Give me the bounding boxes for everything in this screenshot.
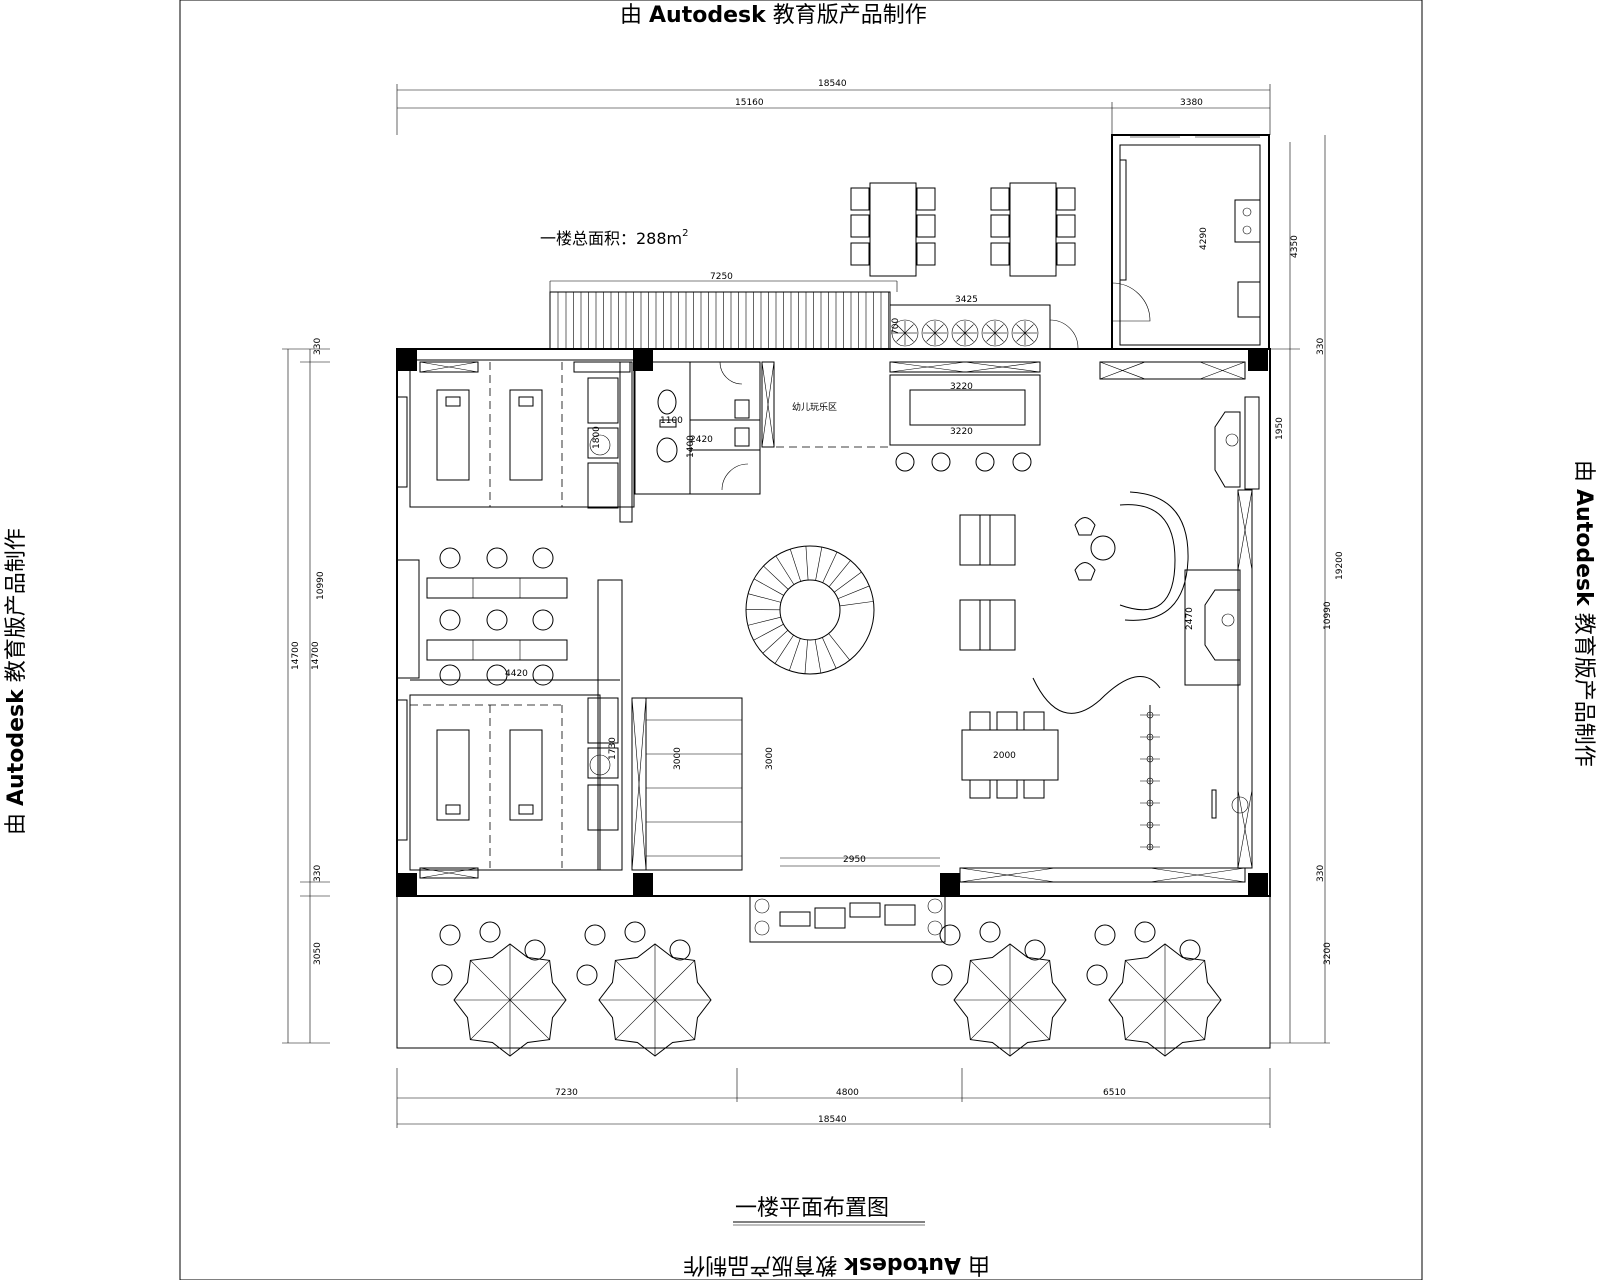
dim-wc-small: 1100 bbox=[660, 416, 683, 426]
dim-display-len: 2470 bbox=[1185, 607, 1195, 630]
patio-umbrella bbox=[932, 922, 1066, 1056]
dim-right-terrace: 3200 bbox=[1323, 942, 1333, 965]
dim-bottom-total: 18540 bbox=[818, 1115, 847, 1125]
dim-room-side: 1730 bbox=[608, 737, 618, 760]
dim-left-middle: 14700 bbox=[311, 641, 321, 670]
round-sofa bbox=[1075, 492, 1188, 620]
watermark-left: 由 Autodesk 教育版产品制作 bbox=[4, 528, 29, 835]
planter: 3425 700 bbox=[890, 295, 1050, 349]
entry-steps: 2950 bbox=[750, 855, 945, 942]
dim-wc-side: 1800 bbox=[592, 426, 602, 449]
bar-counter: 3220 3220 bbox=[890, 375, 1040, 471]
dim-wall-330-b: 330 bbox=[313, 865, 323, 882]
dim-left-inner: 10990 bbox=[316, 571, 326, 600]
lounge-seating-center bbox=[960, 515, 1015, 650]
left-dimension-lines: 330 14700 14700 10990 330 3050 bbox=[282, 338, 330, 1043]
watermark-top: 由 Autodesk 教育版产品制作 bbox=[620, 3, 927, 28]
dim-wc-height: 1400 bbox=[686, 435, 696, 458]
clothes-rack bbox=[1140, 705, 1160, 850]
top-dimension-lines: 18540 15160 3380 bbox=[397, 79, 1270, 135]
right-dimension-lines: 330 10990 19200 330 3200 bbox=[1270, 135, 1345, 1043]
restroom-block: 1100 2420 1400 bbox=[635, 362, 774, 494]
dim-room-width: 4420 bbox=[505, 669, 528, 679]
dim-entry-width: 2950 bbox=[843, 855, 866, 865]
platform-area: 3000 3000 bbox=[632, 698, 775, 870]
dim-right-inner: 10990 bbox=[1323, 601, 1333, 630]
treatment-room-top: 1800 bbox=[410, 360, 634, 522]
dim-table-len: 2000 bbox=[993, 751, 1016, 761]
dim-wall-330-a: 330 bbox=[313, 338, 323, 355]
dim-kitchen-outer: 4350 bbox=[1290, 235, 1300, 258]
label-kids-play: 幼儿玩乐区 bbox=[792, 401, 837, 413]
svg-text:由 Autodesk 教育版产品制作: 由 Autodesk 教育版产品制作 bbox=[620, 3, 927, 28]
svg-text:由 Autodesk 教育版产品制作: 由 Autodesk 教育版产品制作 bbox=[683, 1252, 990, 1277]
outdoor-dining-table-left bbox=[851, 183, 935, 276]
watermark-right: 由 Autodesk 教育版产品制作 bbox=[1571, 460, 1596, 767]
dining-table-2000: 2000 bbox=[962, 712, 1058, 798]
drawing-title: 一楼平面布置图 bbox=[735, 1196, 889, 1221]
dim-wall-330-d: 330 bbox=[1316, 865, 1326, 882]
patio-umbrella bbox=[1087, 922, 1221, 1056]
watermark-bottom: 由 Autodesk 教育版产品制作 bbox=[683, 1252, 990, 1277]
waiting-seating-left: 4420 bbox=[410, 548, 622, 870]
spiral-staircase bbox=[746, 546, 874, 674]
kitchen-annex: 4290 4350 bbox=[1050, 135, 1300, 349]
dim-planter-width: 3425 bbox=[955, 295, 978, 305]
dim-bar-top: 3220 bbox=[950, 382, 973, 392]
dim-top-right: 3380 bbox=[1180, 98, 1203, 108]
bottom-dimension-lines: 7230 4800 6510 18540 bbox=[397, 1068, 1270, 1128]
front-terrace bbox=[397, 896, 1270, 1048]
dim-top-total: 18540 bbox=[818, 79, 847, 89]
area-note: 一楼总面积：288m2 bbox=[540, 228, 689, 248]
patio-umbrella bbox=[432, 922, 566, 1056]
curved-partition bbox=[1033, 676, 1160, 713]
svg-text:由 Autodesk 教育版产品制作: 由 Autodesk 教育版产品制作 bbox=[1571, 460, 1596, 767]
spa-chairs-bottom bbox=[588, 698, 618, 830]
dim-top-left: 15160 bbox=[735, 98, 764, 108]
dim-stage-left: 3000 bbox=[673, 747, 683, 770]
svg-text:由 Autodesk 教育版产品制作: 由 Autodesk 教育版产品制作 bbox=[4, 528, 29, 835]
dim-left-terrace: 3050 bbox=[313, 942, 323, 965]
entrance-stairs-top: 7250 bbox=[550, 272, 897, 349]
dim-right-overall: 19200 bbox=[1335, 551, 1345, 580]
dim-right-top: 1950 bbox=[1275, 417, 1285, 440]
dim-planter-height: 700 bbox=[891, 318, 901, 335]
patio-umbrella bbox=[577, 922, 711, 1056]
dim-stair-width: 7250 bbox=[710, 272, 733, 282]
dim-bottom-mid: 4800 bbox=[836, 1088, 859, 1098]
dim-stage-right: 3000 bbox=[765, 747, 775, 770]
dim-bottom-left: 7230 bbox=[555, 1088, 578, 1098]
treatment-room-bottom: 1730 bbox=[410, 695, 618, 870]
sheet-frame bbox=[180, 0, 1422, 1280]
dim-left-overall: 14700 bbox=[291, 641, 301, 670]
dim-kitchen-inner: 4290 bbox=[1199, 227, 1209, 250]
dim-bar-bottom: 3220 bbox=[950, 427, 973, 437]
dim-wall-330-c: 330 bbox=[1316, 338, 1326, 355]
outdoor-dining-table-right bbox=[991, 183, 1075, 276]
dim-bottom-right: 6510 bbox=[1103, 1088, 1126, 1098]
